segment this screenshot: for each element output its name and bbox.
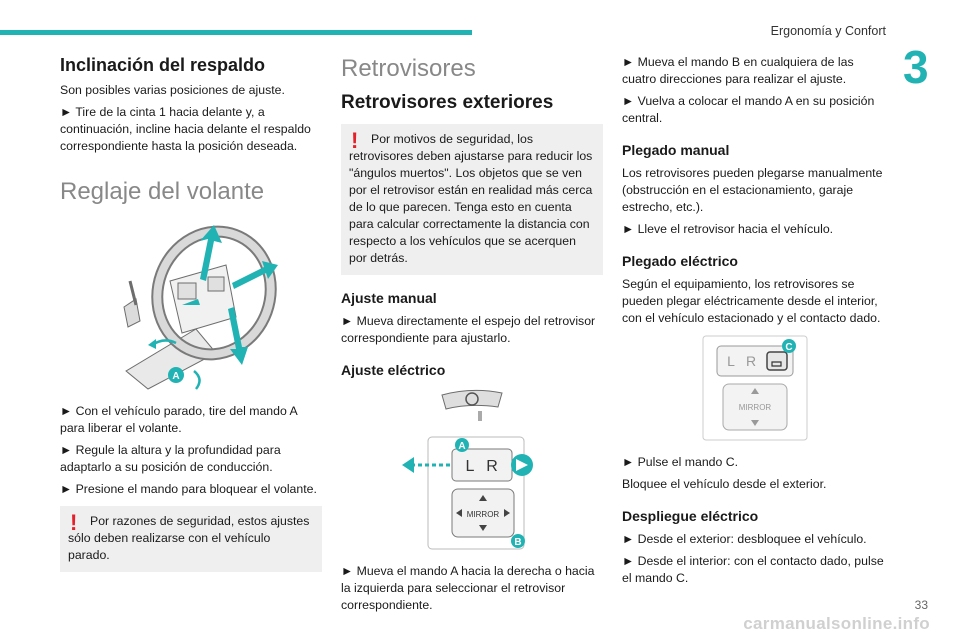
paragraph: ► Lleve el retrovisor hacia el vehículo. (622, 222, 834, 236)
paragraph: ► Con el vehículo parado, tire del mando… (60, 404, 298, 435)
heading-backrest: Inclinación del respaldo (60, 55, 266, 75)
paragraph: ► Mueva el mando A hacia la derecha o ha… (341, 564, 595, 612)
label-mirror: MIRROR (739, 403, 772, 412)
label-b: B (514, 537, 521, 548)
paragraph: ► Regule la altura y la profundidad para… (60, 443, 281, 474)
paragraph: ► Vuelva a colocar el mando A en su posi… (622, 94, 875, 125)
heading-manual-fold: Plegado manual (622, 142, 730, 158)
label-right: R (746, 353, 756, 369)
chapter-number: 3 (903, 41, 929, 93)
heading-exterior-mirrors: Retrovisores exteriores (341, 92, 554, 113)
mirror-control-illustration: L R A MIRROR B (402, 389, 533, 550)
warning-note: ! Por razones de seguridad, estos ajuste… (60, 506, 322, 572)
label-left: L (727, 353, 735, 369)
label-c: C (785, 342, 792, 353)
warning-note: ! Por motivos de seguridad, los retrovis… (341, 124, 603, 275)
watermark: carmanualsonline.info (743, 614, 930, 633)
paragraph: Los retrovisores pueden plegarse manualm… (622, 166, 883, 214)
paragraph: ► Desde el exterior: desbloquee el vehíc… (622, 532, 867, 546)
label-left: L (466, 458, 475, 475)
steering-wheel-illustration: A (106, 225, 278, 390)
paragraph: Según el equipamiento, los retrovisores … (622, 277, 881, 325)
column-3: ► Mueva el mando B en cualquiera de las … (622, 54, 884, 592)
section-title: Ergonomía y Confort (770, 24, 886, 38)
column-2: Retrovisores Retrovisores exteriores ! P… (341, 54, 603, 619)
paragraph: ► Desde el interior: con el contacto dad… (622, 554, 884, 585)
label-right: R (486, 458, 498, 475)
heading-electric-fold: Plegado eléctrico (622, 253, 738, 269)
heading-steering-wheel: Reglaje del volante (60, 178, 265, 205)
heading-electric-unfold: Despliegue eléctrico (622, 508, 759, 524)
heading-electric-adjust: Ajuste eléctrico (341, 362, 446, 378)
paragraph: ► Mueva directamente el espejo del retro… (341, 314, 596, 345)
paragraph: Bloquee el vehículo desde el exterior. (622, 477, 827, 491)
column-1: Inclinación del respaldo Son posibles va… (60, 54, 322, 582)
paragraph: ► Tire de la cinta 1 hacia delante y, a … (60, 105, 311, 153)
label-mirror: MIRROR (467, 510, 500, 519)
page-number: 33 (914, 598, 928, 612)
paragraph: ► Pulse el mando C. (622, 455, 739, 469)
paragraph: Son posibles varias posiciones de ajuste… (60, 83, 285, 97)
warning-icon: ! (351, 128, 359, 153)
label-a: A (172, 371, 179, 382)
heading-manual-adjust: Ajuste manual (341, 290, 437, 306)
mirror-fold-illustration: L R C MIRROR (702, 335, 808, 441)
paragraph: ► Presione el mando para bloquear el vol… (60, 482, 317, 496)
header-accent-bar (0, 30, 472, 35)
label-a: A (458, 441, 465, 452)
warning-icon: ! (70, 510, 78, 535)
paragraph: ► Mueva el mando B en cualquiera de las … (622, 55, 854, 86)
heading-mirrors: Retrovisores (341, 55, 476, 82)
